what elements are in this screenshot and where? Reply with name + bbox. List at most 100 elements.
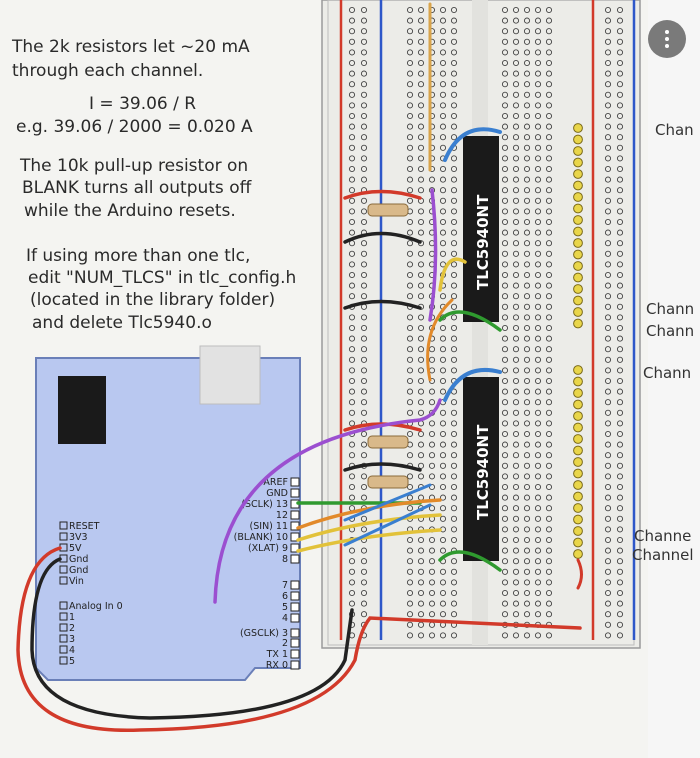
- breadboard-hole: [616, 17, 624, 24]
- breadboard-hole: [616, 526, 624, 533]
- breadboard-hole: [604, 388, 612, 395]
- pin-label-sclk: (SCLK) 13: [241, 499, 288, 510]
- breadboard-hole: [534, 324, 542, 332]
- breadboard-hole: [616, 547, 624, 554]
- breadboard-hole: [428, 452, 436, 459]
- breadboard-hole: [406, 17, 414, 24]
- breadboard-hole: [348, 6, 356, 14]
- breadboard-hole: [512, 49, 520, 56]
- breadboard-hole: [604, 335, 612, 342]
- breadboard-hole: [439, 356, 447, 363]
- breadboard-hole: [512, 176, 520, 183]
- breadboard-hole: [417, 155, 425, 162]
- breadboard-hole: [406, 367, 414, 374]
- breadboard-hole: [348, 558, 356, 565]
- breadboard-hole: [348, 91, 356, 98]
- breadboard-hole: [501, 134, 509, 141]
- breadboard-hole: [545, 409, 553, 416]
- breadboard-hole: [439, 367, 447, 374]
- breadboard-hole: [348, 314, 356, 321]
- breadboard-hole: [406, 165, 414, 173]
- breadboard-hole: [501, 388, 509, 395]
- right-panel: [648, 0, 700, 758]
- breadboard-hole: [501, 536, 509, 544]
- pin-square: [59, 656, 68, 665]
- wire-red-rail-small: [576, 558, 583, 590]
- breadboard-hole: [348, 441, 356, 448]
- note-line-10: (located in the library folder): [30, 290, 276, 310]
- breadboard-hole: [534, 420, 542, 427]
- header-pin: [290, 660, 300, 670]
- breadboard-hole: [616, 144, 624, 151]
- breadboard-hole: [360, 515, 368, 522]
- breadboard-hole: [406, 589, 414, 597]
- breadboard-hole: [523, 324, 531, 332]
- breadboard-hole: [439, 102, 447, 109]
- breadboard-hole: [439, 505, 447, 512]
- breadboard-hole: [616, 102, 624, 109]
- breadboard-hole: [428, 558, 436, 565]
- breadboard-hole: [450, 218, 458, 226]
- pin-label-gnd-2: Gnd: [69, 565, 88, 576]
- breadboard-hole: [348, 38, 356, 45]
- breadboard-hole: [501, 250, 509, 257]
- breadboard-hole: [406, 505, 414, 512]
- breadboard-hole: [348, 187, 356, 194]
- analog-label: Analog In 0: [69, 601, 123, 612]
- breadboard-hole: [348, 165, 356, 173]
- breadboard-hole: [501, 49, 509, 56]
- breadboard-hole: [406, 229, 414, 236]
- breadboard-hole: [360, 335, 368, 342]
- breadboard-hole: [523, 536, 531, 544]
- breadboard-hole: [534, 356, 542, 363]
- breadboard-hole: [501, 526, 509, 533]
- breadboard-hole: [534, 579, 542, 586]
- breadboard-hole: [348, 176, 356, 183]
- breadboard-hole: [439, 123, 447, 130]
- wire-blue-bottom: [443, 367, 502, 402]
- chip-bottom-label: TLC5940NT: [474, 424, 492, 520]
- breadboard-hole: [360, 134, 368, 141]
- breadboard-hole: [545, 240, 553, 247]
- breadboard-hole: [439, 611, 447, 618]
- breadboard-hole: [545, 632, 553, 639]
- breadboard-hole: [534, 81, 542, 88]
- breadboard-hole: [545, 420, 553, 427]
- breadboard-hole: [360, 240, 368, 247]
- breadboard-hole: [417, 399, 425, 406]
- breadboard-hole: [616, 579, 624, 586]
- breadboard-hole: [534, 494, 542, 501]
- breadboard-hole: [439, 176, 447, 183]
- breadboard-hole: [360, 611, 368, 618]
- breadboard-hole: [406, 483, 414, 491]
- breadboard-hole: [360, 293, 368, 300]
- breadboard-hole: [523, 59, 531, 67]
- breadboard-hole: [512, 240, 520, 247]
- breadboard-hole: [406, 250, 414, 257]
- breadboard-hole: [534, 473, 542, 480]
- breadboard-hole: [450, 483, 458, 491]
- led: [573, 272, 583, 283]
- breadboard-hole: [501, 123, 509, 130]
- pin-label-gsclk: (GSCLK) 3: [240, 628, 288, 639]
- breadboard-hole: [450, 197, 458, 204]
- pin-label-rx: RX 0: [266, 660, 288, 671]
- breadboard-hole: [428, 611, 436, 618]
- breadboard-hole: [450, 314, 458, 321]
- breadboard-hole: [450, 462, 458, 469]
- breadboard-hole: [616, 187, 624, 194]
- breadboard-hole: [545, 17, 553, 24]
- breadboard-hole: [534, 314, 542, 321]
- breadboard-hole: [348, 452, 356, 459]
- channel-label-4: Chann: [643, 364, 692, 382]
- breadboard-hole: [501, 112, 509, 120]
- pin-label-5v: 5V: [69, 543, 82, 554]
- breadboard-hole: [501, 568, 509, 575]
- more-vertical-icon[interactable]: [648, 20, 686, 58]
- breadboard-hole: [512, 81, 520, 88]
- channel-label-6: Channel: [632, 546, 694, 564]
- breadboard-hole: [523, 240, 531, 247]
- breadboard-hole: [450, 293, 458, 300]
- breadboard-hole: [406, 579, 414, 586]
- breadboard-hole: [450, 123, 458, 130]
